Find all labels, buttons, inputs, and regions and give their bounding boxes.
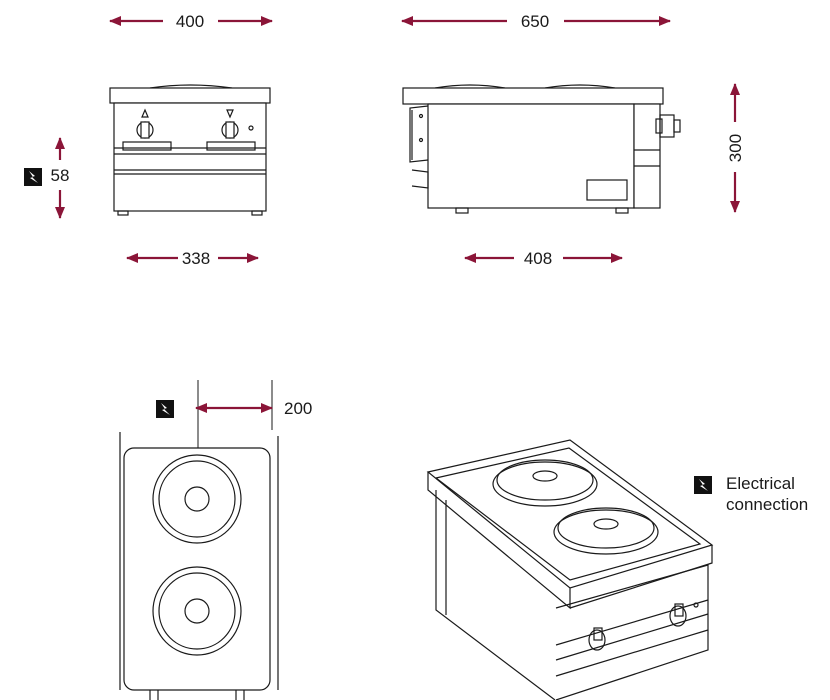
- dim-338: 338: [126, 249, 259, 268]
- dim-200-label: 200: [284, 399, 312, 418]
- dim-300-label: 300: [726, 134, 745, 162]
- lightning-bolt-icon: [24, 168, 42, 186]
- dim-408-label: 408: [524, 249, 552, 268]
- dim-650: 650: [401, 12, 671, 31]
- dim-338-label: 338: [182, 249, 210, 268]
- lightning-bolt-icon: [694, 476, 712, 494]
- dim-650-label: 650: [521, 12, 549, 31]
- dim-58: 58: [24, 137, 70, 219]
- legend-line-2: connection: [726, 495, 808, 514]
- isometric-view: [426, 439, 714, 700]
- dim-200: 200: [156, 380, 312, 448]
- lightning-bolt-icon: [156, 400, 174, 418]
- dim-300: 300: [726, 83, 745, 213]
- side-view: [402, 84, 681, 214]
- dim-408: 408: [464, 249, 623, 268]
- top-view: [119, 432, 279, 700]
- legend: Electrical connection: [694, 474, 808, 514]
- front-view: [109, 84, 271, 216]
- dim-58-label: 58: [51, 166, 70, 185]
- legend-line-1: Electrical: [726, 474, 795, 493]
- dim-400: 400: [109, 12, 273, 31]
- dim-400-label: 400: [176, 12, 204, 31]
